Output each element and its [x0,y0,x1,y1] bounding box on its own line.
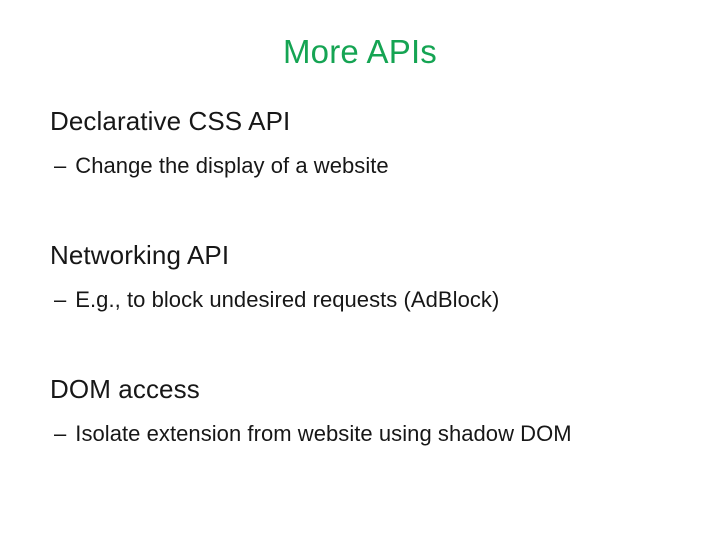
section-dom-access: DOM access – Isolate extension from webs… [50,372,710,448]
section-declarative-css-api: Declarative CSS API – Change the display… [50,104,710,180]
en-dash-bullet-icon: – [54,421,67,446]
list-item: – Isolate extension from website using s… [50,420,710,448]
slide-body: Declarative CSS API – Change the display… [50,104,710,448]
bullet-text: Isolate extension from website using sha… [75,421,572,446]
en-dash-bullet-icon: – [54,153,67,178]
list-item: – Change the display of a website [50,152,710,180]
section-networking-api: Networking API – E.g., to block undesire… [50,238,710,314]
section-heading: DOM access [50,374,200,404]
bullet-list: – Isolate extension from website using s… [50,420,710,448]
bullet-text: E.g., to block undesired requests (AdBlo… [75,287,500,312]
section-heading: Declarative CSS API [50,106,291,136]
bullet-text: Change the display of a website [75,153,389,178]
bullet-list: – E.g., to block undesired requests (AdB… [50,286,710,314]
en-dash-bullet-icon: – [54,287,67,312]
section-heading: Networking API [50,240,230,270]
bullet-list: – Change the display of a website [50,152,710,180]
list-item: – E.g., to block undesired requests (AdB… [50,286,710,314]
slide-title: More APIs [282,33,438,70]
